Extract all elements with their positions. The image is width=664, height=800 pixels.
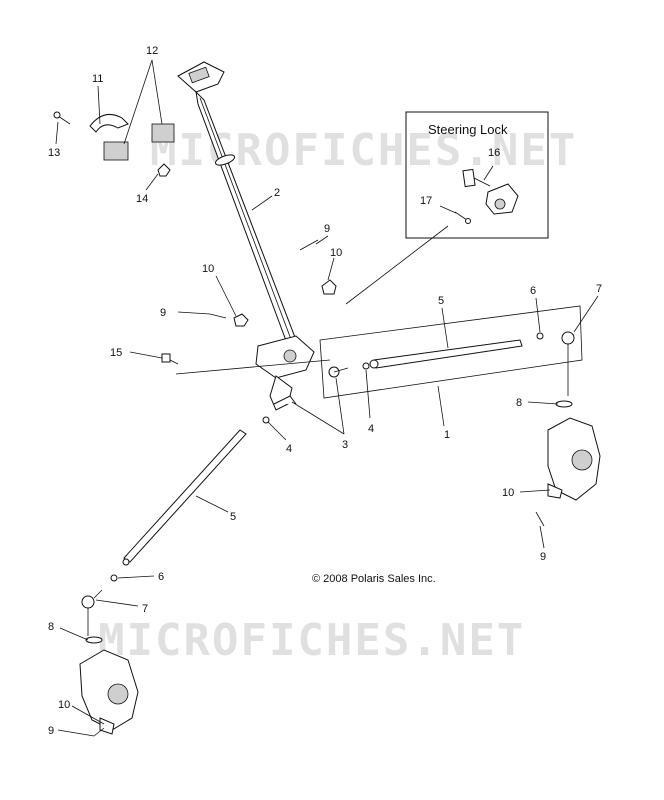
pin-9-upper-part	[299, 239, 319, 251]
bolt-15-part	[161, 353, 179, 365]
callout-9-upper: 9	[324, 223, 330, 235]
watermark-bottom: MICROFICHES.NET	[98, 615, 525, 666]
callout-9-lower: 9	[48, 725, 54, 737]
callout-8-left: 8	[48, 621, 54, 633]
copyright-notice: © 2008 Polaris Sales Inc.	[312, 573, 436, 585]
callout-5-left: 5	[230, 511, 236, 523]
callout-6-left: 6	[158, 571, 164, 583]
callout-16: 16	[488, 147, 500, 159]
pin-9-right-part	[535, 511, 545, 527]
callout-1: 1	[444, 429, 450, 441]
pin-9-lower-part	[93, 727, 105, 737]
pin-9-left-part	[209, 313, 227, 319]
nut-14-part	[157, 163, 171, 177]
callout-13: 13	[48, 147, 60, 159]
lock-cylinder-part	[485, 183, 519, 215]
callout-7-left: 7	[142, 603, 148, 615]
callout-10-upper: 10	[330, 247, 342, 259]
callout-6-right: 6	[530, 285, 536, 297]
nut-10-left-part	[233, 313, 249, 327]
callout-12: 12	[146, 45, 158, 57]
nut-10-upper-part	[321, 279, 337, 295]
callout-4-right: 4	[368, 423, 374, 435]
callout-3: 3	[342, 439, 348, 451]
knuckle-left-part	[79, 636, 139, 735]
callout-4-left: 4	[286, 443, 292, 455]
steering-lock-inset: Steering Lock	[405, 111, 549, 239]
callout-17: 17	[420, 195, 432, 207]
callout-10-right: 10	[502, 487, 514, 499]
callout-9-right: 9	[540, 551, 546, 563]
callout-15: 15	[110, 347, 122, 359]
callout-14: 14	[136, 193, 148, 205]
callout-9-left: 9	[160, 307, 166, 319]
callout-11: 11	[92, 73, 103, 85]
steering-column-part	[177, 61, 315, 411]
tie-rod-end-3-part	[273, 395, 297, 405]
clamp-part	[89, 113, 175, 161]
nut-6-lower-part	[110, 574, 118, 582]
nut-4-part	[262, 416, 270, 424]
lock-screw-part	[454, 211, 471, 224]
callout-5-right: 5	[438, 295, 444, 307]
knuckle-right-part	[547, 400, 601, 501]
lock-key-part	[462, 168, 491, 188]
tie-rod-right-assembly	[319, 305, 583, 399]
tie-rod-end-7-lower-part	[81, 589, 103, 636]
callout-10-left: 10	[202, 263, 214, 275]
leader-lines	[55, 59, 599, 737]
inset-leader	[345, 225, 449, 305]
callout-8-right: 8	[516, 397, 522, 409]
tie-rod-left-part	[122, 429, 247, 566]
callout-7-right: 7	[596, 283, 602, 295]
plane-line-left	[175, 359, 331, 375]
callout-10-lower: 10	[58, 699, 70, 711]
callout-2: 2	[274, 187, 280, 199]
bolt-13-part	[53, 111, 71, 125]
steering-lock-title: Steering Lock	[428, 122, 508, 137]
